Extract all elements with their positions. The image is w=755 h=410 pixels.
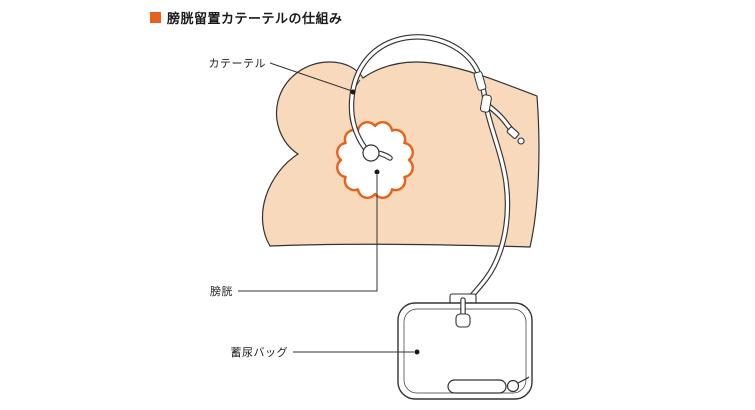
drain-clamp-ring <box>506 379 520 393</box>
tube-fixation-sleeve <box>473 71 487 91</box>
tube-y-junction <box>479 94 492 113</box>
drain-tube-fold <box>447 379 507 394</box>
balloon-valve-connector <box>506 126 525 145</box>
valve-body <box>506 126 520 139</box>
catheter-label: カテーテル <box>209 57 267 70</box>
urine-bag <box>397 293 533 400</box>
page-title-text: 膀胱留置カテーテルの仕組み <box>167 11 343 26</box>
urine-bag-label: 蓄尿バッグ <box>231 345 289 359</box>
drain-outlet-tip <box>517 376 530 384</box>
title-bullet-square <box>150 12 161 23</box>
valve-cap <box>517 137 525 145</box>
catheter-balloon <box>362 144 380 162</box>
bag-drip-port <box>455 313 471 328</box>
catheter-leader-line <box>269 62 353 92</box>
bladder-leader-dot <box>374 169 380 175</box>
bladder-label: 膀胱 <box>210 284 233 298</box>
page-title: 膀胱留置カテーテルの仕組み <box>150 8 343 27</box>
catheter-leader-dot <box>350 89 356 95</box>
bladder-leader-line <box>238 175 378 292</box>
urine-bag-leader-dot <box>414 349 420 355</box>
bag-drain-clamp <box>447 376 530 394</box>
